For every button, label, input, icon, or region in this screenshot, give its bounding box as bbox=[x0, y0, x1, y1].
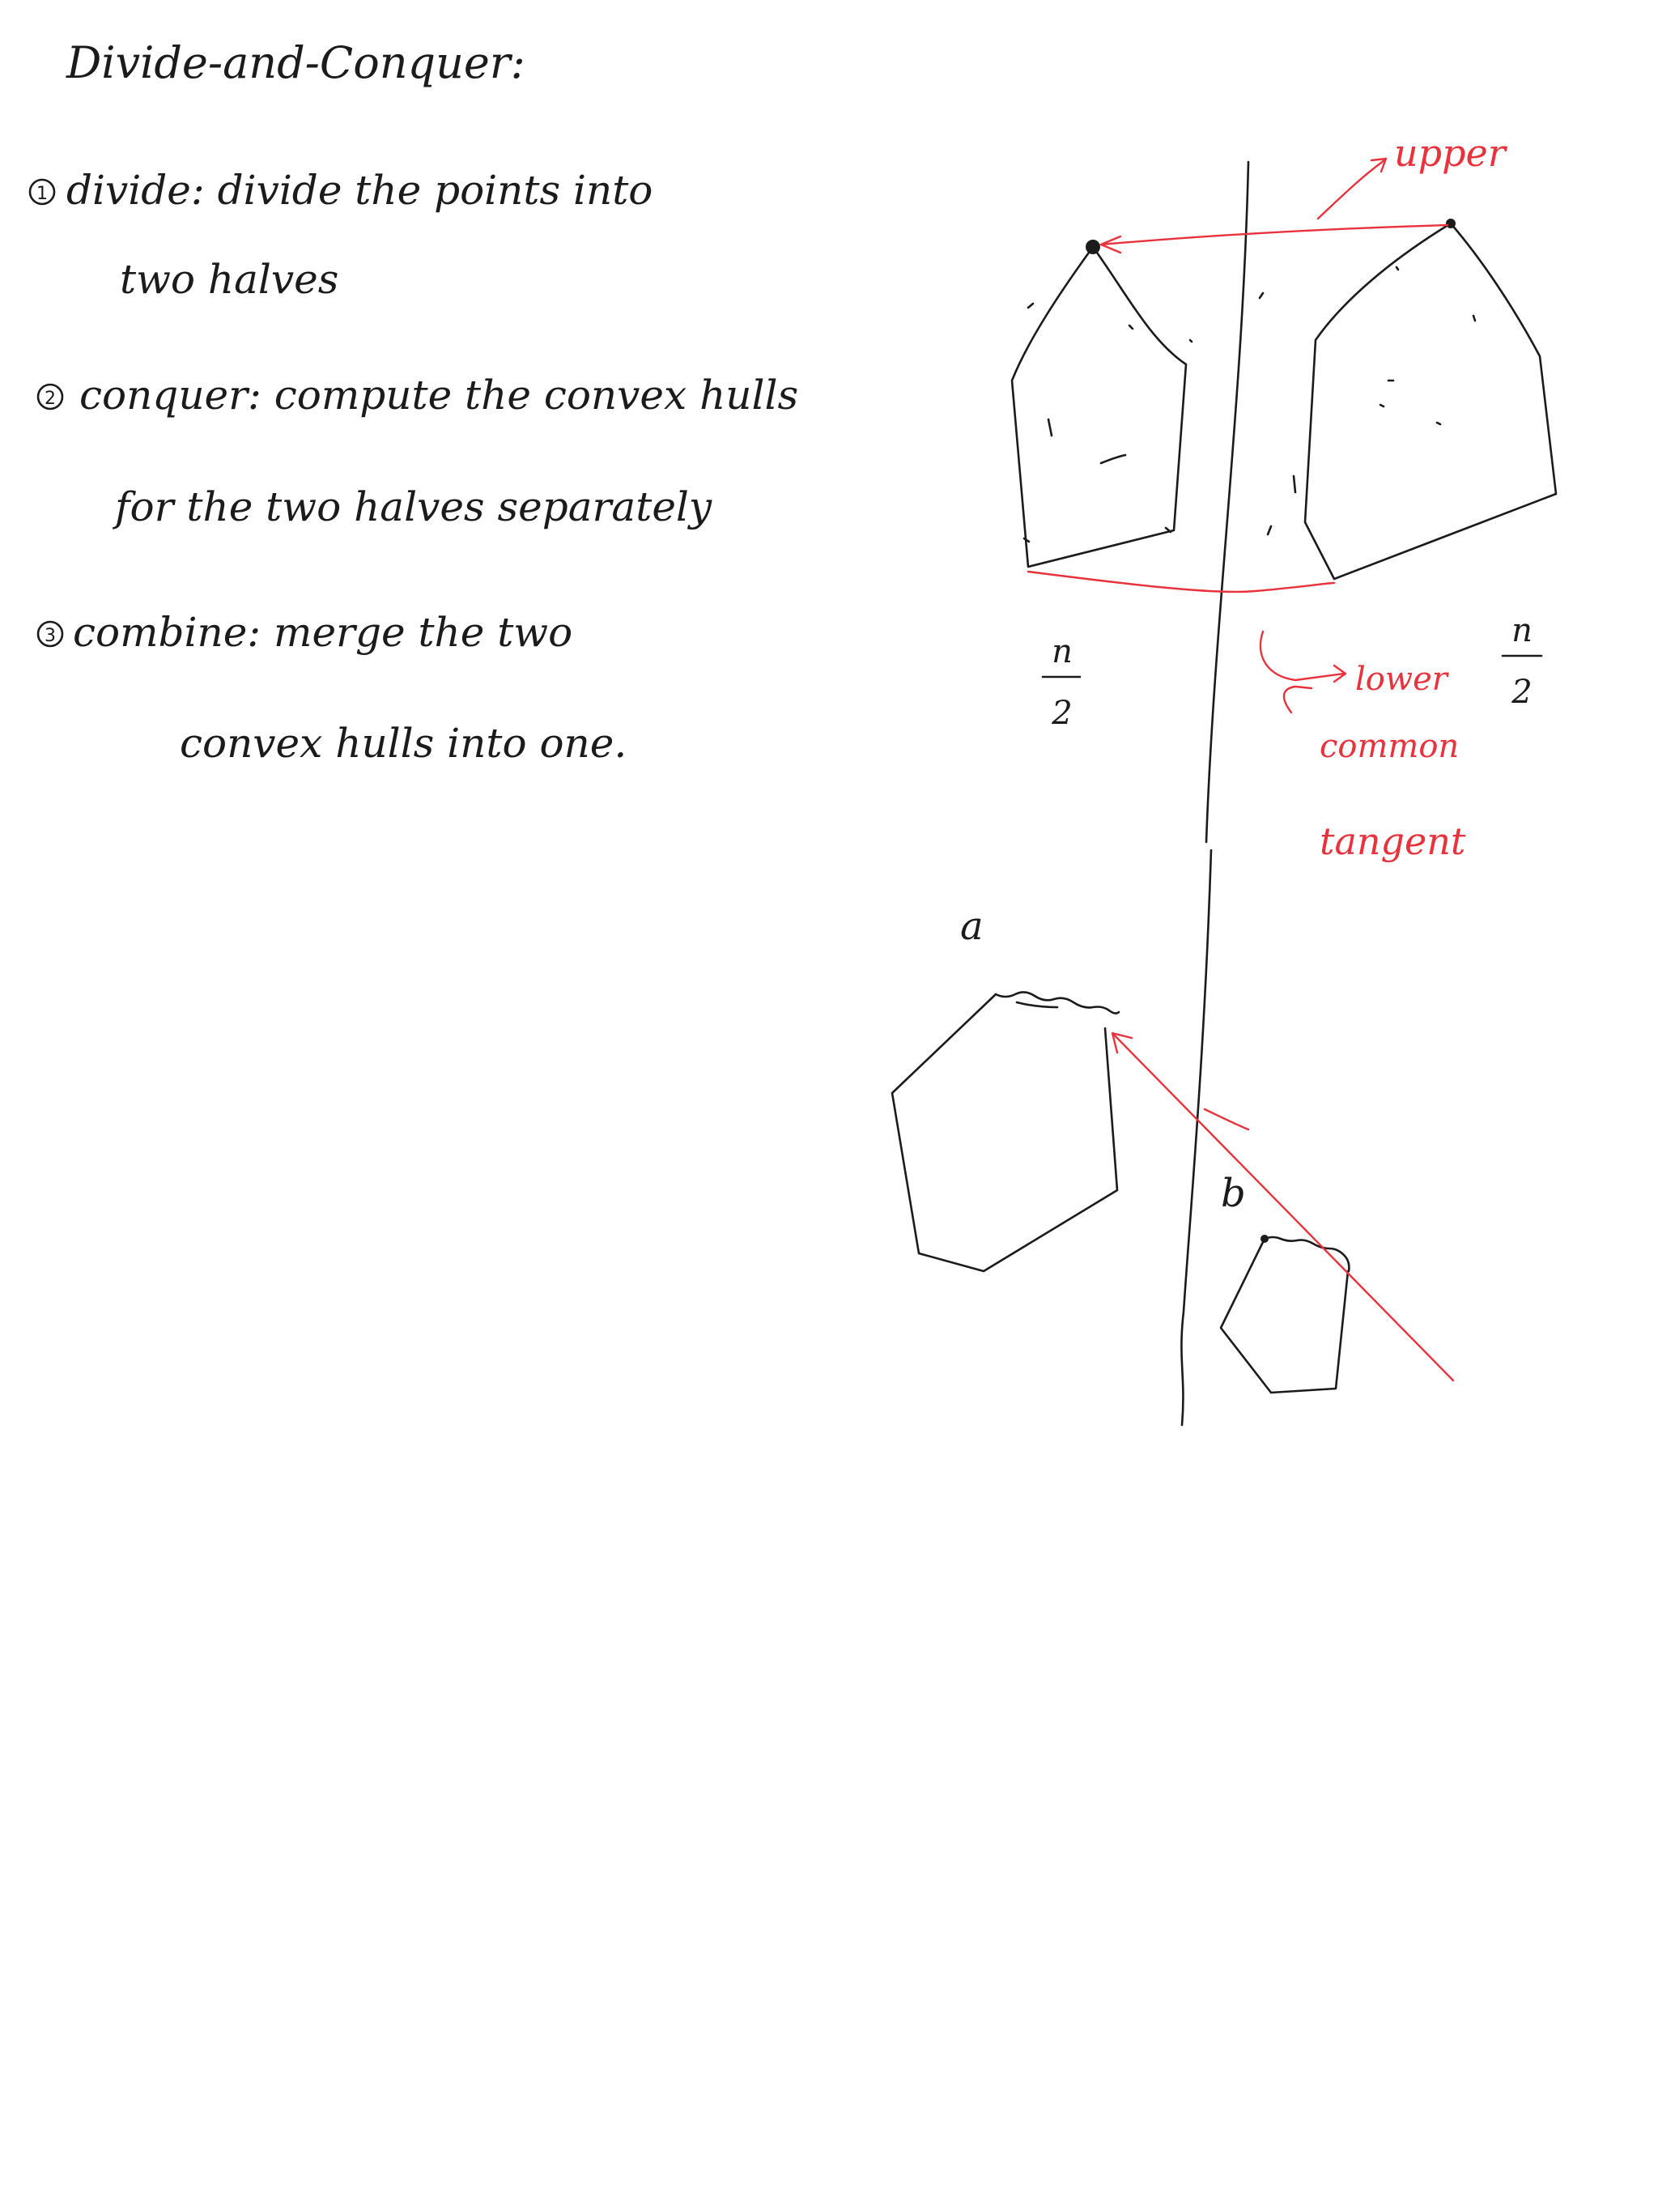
left-interior-points bbox=[1022, 302, 1193, 543]
hull-a bbox=[891, 993, 1119, 1273]
step-2-number: 2 bbox=[45, 389, 56, 409]
lower-tangent-line bbox=[1027, 570, 1336, 593]
left-half-size: n 2 bbox=[1041, 633, 1082, 732]
point-mark bbox=[1266, 525, 1273, 536]
step-3-marker-circle bbox=[36, 620, 64, 648]
notes: Divide-and-Conquer: 1 divide: divide the… bbox=[28, 37, 798, 767]
ab-tangent-arrowhead bbox=[1111, 1032, 1133, 1054]
lower-label-arrowhead bbox=[1333, 664, 1347, 683]
point-mark bbox=[1027, 302, 1035, 309]
right-half-size: n 2 bbox=[1501, 612, 1543, 711]
right-size-denominator: 2 bbox=[1511, 674, 1532, 711]
hull-a-label: a bbox=[960, 904, 984, 949]
left-convex-hull bbox=[1010, 245, 1188, 568]
step-1-line-1: divide: divide the points into bbox=[66, 167, 653, 214]
step-1-number: 1 bbox=[36, 184, 48, 204]
hull-a-top-edge bbox=[994, 991, 1120, 1015]
left-hull-top-point bbox=[1086, 240, 1100, 254]
step-3-line-1: combine: merge the two bbox=[73, 609, 572, 656]
point-mark bbox=[1164, 526, 1172, 534]
hull-b-top-edge bbox=[1263, 1236, 1350, 1273]
step-1: 1 divide: divide the points into two hal… bbox=[28, 167, 653, 303]
page-title: Divide-and-Conquer: bbox=[66, 37, 525, 88]
dividing-line bbox=[1205, 160, 1250, 844]
left-size-denominator: 2 bbox=[1051, 695, 1072, 732]
step-2-line-1: conquer: compute the convex hulls bbox=[79, 372, 798, 419]
lower-label: lower bbox=[1355, 661, 1450, 698]
ab-tangent-line bbox=[1112, 1032, 1455, 1382]
common-label-arrow bbox=[1282, 685, 1313, 714]
common-tangent-label-2: tangent bbox=[1320, 819, 1466, 863]
point-mark bbox=[1022, 537, 1031, 543]
point-mark bbox=[1379, 403, 1385, 408]
upper-tangent-arrowhead bbox=[1099, 235, 1122, 254]
step-3-line-2: convex hulls into one. bbox=[180, 720, 627, 767]
hull-a-top-edge-scribble bbox=[1015, 1001, 1059, 1009]
common-tangent-label-1: common bbox=[1320, 728, 1459, 765]
step-1-marker-circle bbox=[28, 178, 56, 206]
dividing-line-lower bbox=[1180, 849, 1213, 1427]
merge-diagram: upper lower common tangent n 2 n 2 bbox=[1010, 131, 1558, 863]
point-mark bbox=[1472, 314, 1477, 322]
step-3-number: 3 bbox=[45, 626, 56, 646]
upper-label-arrowhead bbox=[1370, 157, 1388, 173]
right-hull-top-point bbox=[1446, 219, 1456, 228]
right-convex-hull bbox=[1303, 222, 1558, 581]
step-2: 2 conquer: compute the convex hulls for … bbox=[36, 372, 798, 530]
upper-label-arrow bbox=[1316, 159, 1386, 220]
hull-b bbox=[1219, 1237, 1350, 1394]
step-2-marker-circle bbox=[36, 383, 64, 410]
step-2-line-2: for the two halves separately bbox=[112, 483, 712, 530]
point-mark bbox=[1128, 324, 1134, 330]
step-3: 3 combine: merge the two convex hulls in… bbox=[36, 609, 627, 767]
right-interior-points bbox=[1258, 266, 1477, 536]
point-mark bbox=[1292, 474, 1297, 494]
point-mark bbox=[1435, 421, 1442, 426]
ab-tangent-tick bbox=[1203, 1108, 1250, 1131]
point-mark bbox=[1258, 291, 1265, 300]
hull-b-label: b bbox=[1221, 1171, 1246, 1216]
left-size-numerator: n bbox=[1052, 633, 1073, 670]
lower-label-arrow bbox=[1259, 630, 1346, 682]
upper-tangent-line bbox=[1099, 223, 1449, 246]
tangent-diagram: a b bbox=[891, 849, 1455, 1427]
right-size-numerator: n bbox=[1511, 612, 1533, 649]
point-mark bbox=[1047, 418, 1053, 437]
point-mark bbox=[1188, 338, 1193, 343]
point-mark bbox=[1099, 453, 1127, 465]
hull-b-point bbox=[1261, 1235, 1269, 1243]
step-1-line-2: two halves bbox=[120, 256, 338, 303]
upper-label: upper bbox=[1394, 131, 1508, 175]
point-mark bbox=[1395, 266, 1400, 271]
